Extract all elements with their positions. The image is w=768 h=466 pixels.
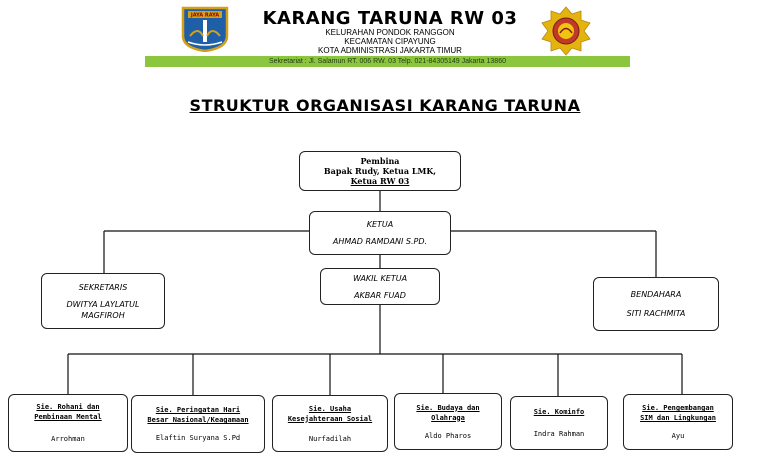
ketua-box: KETUA AHMAD RAMDANI S.PD. bbox=[309, 211, 451, 255]
sie-title-line1: Sie. Pengembangan bbox=[642, 404, 714, 412]
wakil-ketua-role: WAKIL KETUA bbox=[352, 273, 408, 283]
pembina-name-line2: Ketua RW 03 bbox=[350, 176, 410, 186]
sekretaris-name-line2: MAGFIROH bbox=[81, 310, 125, 320]
sie-title-line1: Sie. Kominfo bbox=[533, 408, 585, 416]
sie-budaya-olahraga-box: Sie. Budaya dan Olahraga Aldo Pharos bbox=[394, 393, 502, 450]
sie-member-name: Nurfadilah bbox=[308, 434, 352, 443]
sie-member-name: Arrohman bbox=[51, 435, 85, 443]
bendahara-role: BENDAHARA bbox=[630, 290, 682, 299]
sie-title-line2: Kesejahteraan Sosial bbox=[287, 414, 373, 423]
sie-kominfo-box: Sie. Kominfo Indra Rahman bbox=[510, 396, 608, 450]
sekretaris-box: SEKRETARIS DWITYA LAYLATUL MAGFIROH bbox=[41, 273, 165, 329]
wakil-ketua-box: WAKIL KETUA AKBAR FUAD bbox=[320, 268, 440, 305]
sie-title-line2: Besar Nasional/Keagamaan bbox=[147, 416, 249, 424]
sie-member-name: Aldo Pharos bbox=[424, 431, 472, 440]
sie-title-line2: SIM dan Lingkungan bbox=[640, 414, 716, 422]
letterhead-kota: KOTA ADMINISTRASI JAKARTA TIMUR bbox=[318, 46, 462, 55]
letterhead-kecamatan: KECAMATAN CIPAYUNG bbox=[344, 37, 436, 46]
sie-member-name: Elaftin Suryana S.Pd bbox=[155, 434, 241, 442]
svg-text:JAYA RAYA: JAYA RAYA bbox=[190, 13, 219, 19]
org-name: KARANG TARUNA RW 03 bbox=[262, 8, 518, 29]
ketua-name: AHMAD RAMDANI S.PD. bbox=[332, 237, 428, 246]
sie-title-line2: Pembinaan Mental bbox=[34, 413, 102, 421]
sie-member-name: Indra Rahman bbox=[533, 430, 585, 438]
sie-usaha-kesejahteraan-box: Sie. Usaha Kesejahteraan Sosial Nurfadil… bbox=[272, 395, 388, 452]
sie-rohani-box: Sie. Rohani dan Pembinaan Mental Arrohma… bbox=[8, 394, 128, 452]
sie-title-line1: Sie. Budaya dan bbox=[416, 403, 480, 412]
pembina-role: Pembina bbox=[360, 156, 400, 166]
sie-title-line1: Sie. Peringatan Hari bbox=[155, 406, 241, 414]
sie-pengembangan-sim-box: Sie. Pengembangan SIM dan Lingkungan Ayu bbox=[623, 394, 733, 450]
bendahara-box: BENDAHARA SITI RACHMITA bbox=[593, 277, 719, 331]
letterhead-kelurahan: KELURAHAN PONDOK RANGGON bbox=[325, 28, 455, 37]
ketua-role: KETUA bbox=[366, 220, 394, 229]
sekretaris-role: SEKRETARIS bbox=[78, 282, 128, 292]
sekretaris-name-line1: DWITYA LAYLATUL bbox=[66, 299, 140, 309]
sie-title-line1: Sie. Rohani dan bbox=[36, 403, 100, 411]
sie-title-line2: Olahraga bbox=[431, 413, 465, 422]
jaya-raya-logo: JAYA RAYA bbox=[180, 6, 230, 53]
sie-peringatan-hari-besar-box: Sie. Peringatan Hari Besar Nasional/Keag… bbox=[131, 395, 265, 453]
sie-member-name: Ayu bbox=[671, 432, 685, 440]
secretariat-bar: Sekretariat : Jl. Salamun RT. 006 RW. 03… bbox=[145, 56, 630, 67]
bendahara-name: SITI RACHMITA bbox=[626, 309, 686, 318]
wakil-ketua-name: AKBAR FUAD bbox=[354, 290, 406, 300]
sie-title-line1: Sie. Usaha bbox=[308, 404, 352, 413]
pembina-name-line1: Bapak Rudy, Ketua LMK, bbox=[323, 166, 437, 176]
page-title: STRUKTUR ORGANISASI KARANG TARUNA bbox=[189, 96, 581, 115]
karang-taruna-logo bbox=[536, 6, 596, 56]
pembina-box: Pembina Bapak Rudy, Ketua LMK, Ketua RW … bbox=[299, 151, 461, 191]
